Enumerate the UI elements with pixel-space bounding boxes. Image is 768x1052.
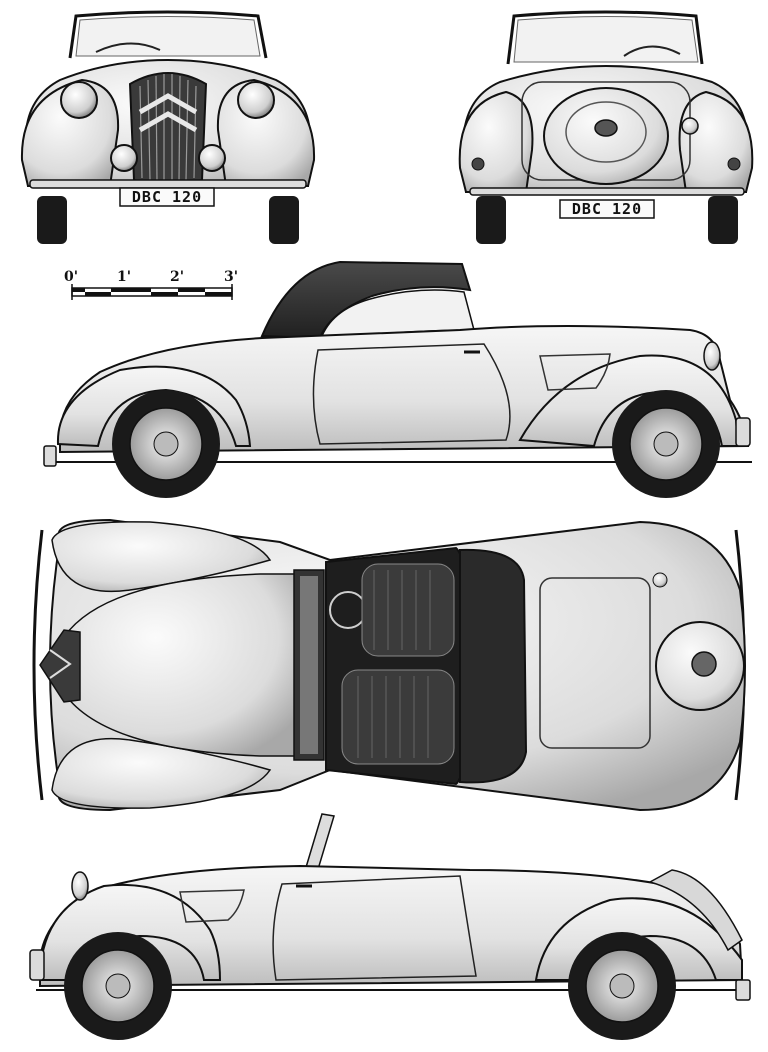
side2-folded-top bbox=[648, 869, 743, 952]
rear-left-tire bbox=[476, 196, 506, 244]
front-plate-text: DBC 120 bbox=[132, 188, 202, 206]
side2-door bbox=[272, 875, 477, 981]
top-front-right-fender bbox=[51, 737, 272, 809]
side2-hood-vent bbox=[179, 889, 245, 923]
top-seat-pleats bbox=[357, 570, 431, 758]
top-seat-right bbox=[341, 669, 455, 765]
front-left-foglamp bbox=[110, 144, 138, 172]
front-left-headlamp bbox=[60, 81, 98, 119]
front-chevrons-emblem bbox=[138, 93, 198, 133]
side1-rear-bumper bbox=[43, 445, 57, 467]
rear-windshield-frame bbox=[506, 10, 704, 65]
front-bumper bbox=[29, 179, 307, 189]
top-view bbox=[32, 518, 746, 812]
scale-label-2: 2' bbox=[170, 269, 184, 285]
top-folded-soft-top bbox=[459, 548, 528, 784]
rear-steering-wheel bbox=[623, 45, 681, 57]
rear-right-tire bbox=[708, 196, 738, 244]
top-front-bumper bbox=[32, 529, 44, 801]
front-grille-bars bbox=[139, 74, 197, 182]
front-steering-wheel bbox=[95, 42, 161, 53]
side-view-top-up bbox=[43, 260, 752, 498]
front-windshield-frame bbox=[68, 10, 268, 59]
side1-front-wheel bbox=[612, 390, 720, 498]
rear-spare-emblem bbox=[594, 119, 618, 137]
side2-front-wheel bbox=[64, 932, 172, 1040]
front-windshield-glass bbox=[75, 16, 261, 57]
rear-right-taillamp bbox=[727, 157, 741, 171]
rear-plate-text: DBC 120 bbox=[572, 200, 642, 218]
top-seat-left bbox=[361, 563, 455, 657]
front-right-foglamp bbox=[198, 144, 226, 172]
front-right-tire bbox=[269, 196, 299, 244]
side2-rear-bumper bbox=[735, 979, 751, 1001]
scale-label-0: 0' bbox=[64, 269, 78, 285]
front-left-tire bbox=[37, 196, 67, 244]
front-right-headlamp bbox=[237, 81, 275, 119]
side1-front-bumper bbox=[735, 417, 751, 447]
rear-plate bbox=[559, 199, 655, 219]
side1-hood-vent bbox=[539, 353, 611, 391]
top-filler-cap bbox=[652, 572, 668, 588]
side2-headlamp bbox=[71, 871, 89, 901]
scale-label-1: 1' bbox=[117, 269, 131, 285]
scale-bar-segments bbox=[72, 288, 232, 296]
rear-view: DBC 120 bbox=[458, 10, 754, 244]
side1-rear-fender bbox=[56, 365, 252, 448]
top-windshield-glass bbox=[300, 576, 318, 754]
side1-headlamp bbox=[703, 341, 721, 371]
top-spare-emblem bbox=[691, 651, 717, 677]
rear-bumper bbox=[469, 187, 745, 196]
rear-windshield-glass bbox=[513, 16, 699, 63]
side-view-top-down bbox=[29, 813, 751, 1040]
rear-spare-wheel-inner bbox=[565, 101, 647, 163]
scale-bar: 0' 1' 2' 3' bbox=[64, 269, 238, 300]
scale-label-3: 3' bbox=[224, 269, 238, 285]
top-trunk-lid bbox=[539, 577, 651, 749]
front-view: DBC 120 bbox=[20, 10, 316, 244]
top-chevrons-emblem bbox=[49, 649, 72, 679]
side2-front-bumper bbox=[29, 949, 45, 981]
side2-rear-wheel bbox=[568, 932, 676, 1040]
side1-rear-wheel bbox=[112, 390, 220, 498]
rear-left-taillamp bbox=[471, 157, 485, 171]
top-grille bbox=[39, 629, 81, 703]
rear-filler-cap bbox=[681, 117, 699, 135]
top-front-left-fender bbox=[51, 521, 272, 593]
side1-door bbox=[312, 343, 511, 445]
front-plate bbox=[119, 187, 215, 207]
